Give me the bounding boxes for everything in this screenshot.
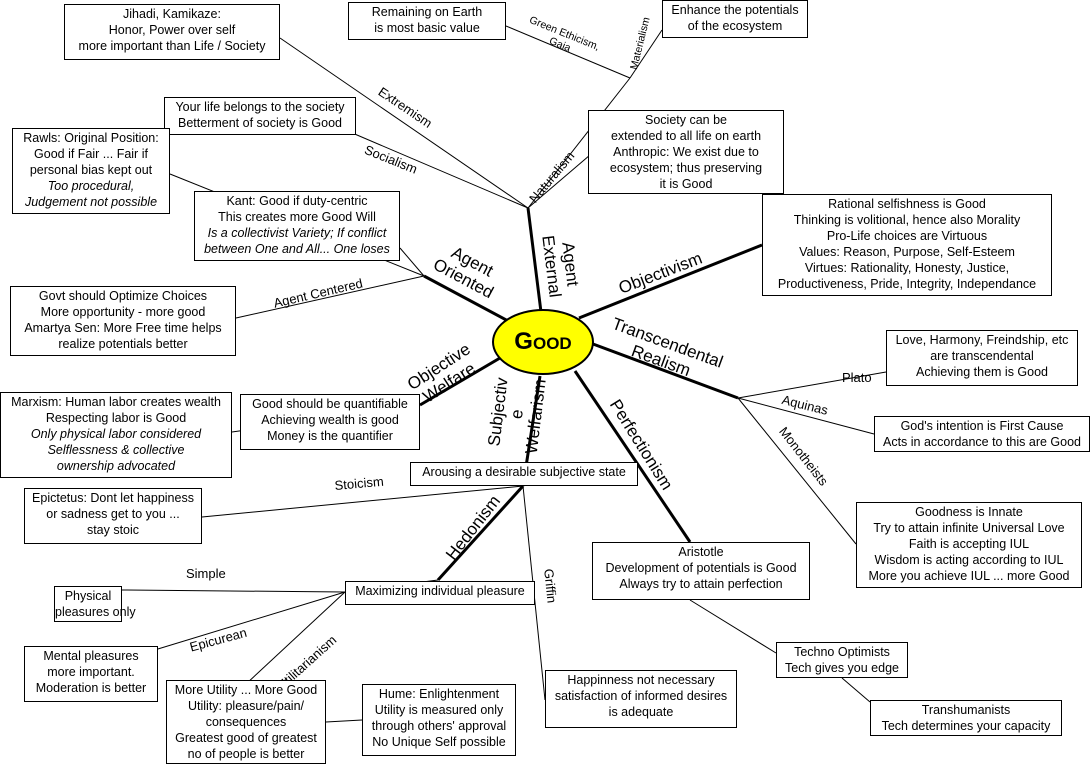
branch-line-perfectionism: [573, 370, 692, 543]
branch-line-agent-external: [526, 207, 543, 313]
box-maximizing-pleasure: Maximizing individual pleasure: [345, 581, 535, 605]
branch-line-hedonism: [436, 484, 525, 582]
box-arousing-state: Arousing a desirable subjective state: [410, 462, 638, 486]
center-node-good: Good: [492, 309, 594, 375]
box-rawls: Rawls: Original Position:Good if Fair ..…: [12, 128, 170, 214]
branch-line-transcendental: [592, 342, 739, 400]
link-label-simple: Simple: [186, 566, 226, 581]
link-label-plato: Plato: [842, 370, 872, 385]
branch-line-objective-welfare: [419, 356, 501, 407]
branch-line-objectivism: [578, 243, 763, 320]
branch-line-agent-oriented: [423, 274, 511, 324]
